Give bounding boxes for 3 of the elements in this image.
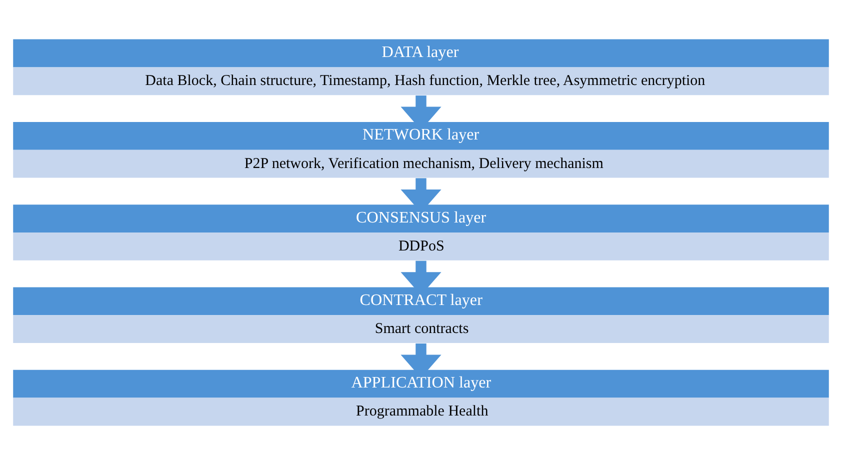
arrow — [400, 95, 442, 130]
arrow — [400, 342, 442, 378]
arrow — [400, 260, 442, 295]
